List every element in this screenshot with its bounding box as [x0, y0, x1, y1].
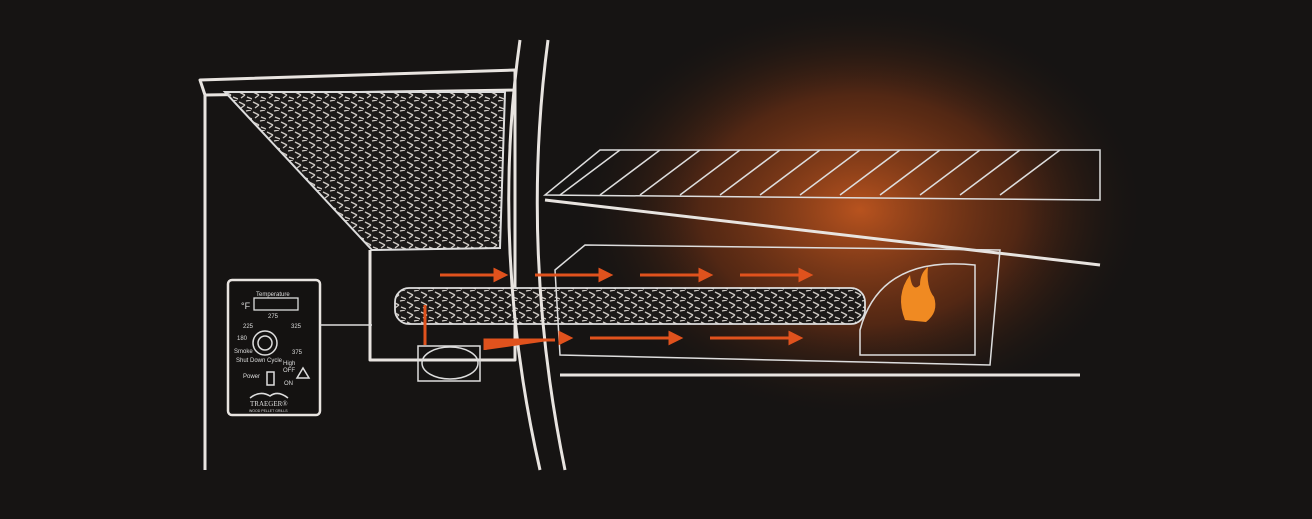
brand-tagline: WOOD PELLET GRILLS [249, 409, 288, 413]
airflow-arrows [423, 267, 814, 350]
unit-label: °F [241, 301, 251, 311]
smoke-label: Smoke [234, 349, 253, 355]
power-label: Power [243, 374, 260, 380]
on-label: ON [284, 381, 293, 387]
brand-logo: TRAEGER® [250, 400, 288, 408]
fire-icon [901, 267, 936, 322]
dial-180: 180 [237, 336, 248, 342]
high-label: High [283, 361, 295, 367]
fan-icon [421, 346, 479, 380]
control-panel [226, 278, 372, 417]
shutdown-label: Shut Down Cycle [236, 358, 283, 364]
grill-barrel [507, 39, 1101, 471]
off-label: OFF [283, 368, 295, 374]
temperature-label: Temperature [256, 292, 290, 298]
dial-275: 275 [268, 314, 279, 320]
dial-325: 325 [291, 324, 302, 330]
auger [394, 287, 866, 325]
dial-375: 375 [292, 350, 303, 356]
dial-225: 225 [243, 324, 254, 330]
fan-box [417, 345, 481, 382]
panel-labels: Temperature °F 275 225 325 180 375 Smoke… [234, 292, 303, 413]
